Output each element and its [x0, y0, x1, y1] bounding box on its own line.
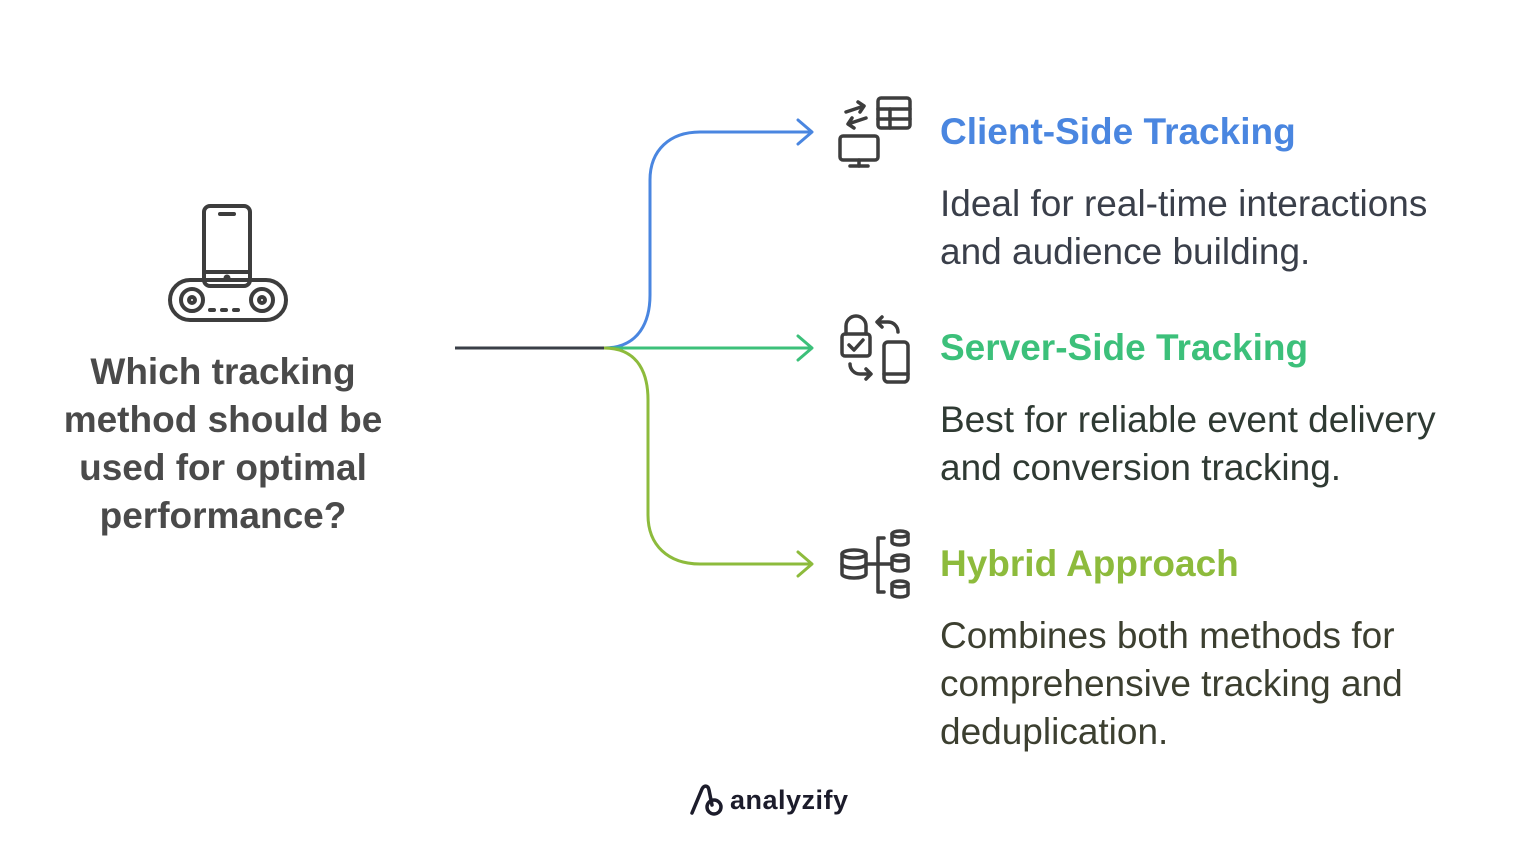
question-line: Which tracking — [90, 351, 356, 392]
question-line: used for optimal — [79, 447, 367, 488]
description-line: and conversion tracking. — [940, 447, 1342, 488]
brand-logo: analyzify — [688, 778, 849, 822]
branch-client — [603, 130, 812, 350]
question-line: method should be — [63, 399, 383, 440]
description-line: Combines both methods for — [940, 615, 1395, 656]
description-line: comprehensive tracking and — [940, 663, 1403, 704]
monitor-table-sync-icon — [838, 96, 912, 168]
option-title-server: Server-Side Tracking — [940, 327, 1309, 368]
description-line: deduplication. — [940, 711, 1169, 752]
option-title-hybrid: Hybrid Approach — [940, 543, 1239, 584]
description-line: Best for reliable event delivery — [940, 399, 1436, 440]
lock-device-transfer-icon — [840, 314, 910, 384]
brand-name: analyzify — [730, 784, 849, 815]
arrow-hybrid — [796, 550, 814, 578]
option-description-hybrid: Combines both methods for comprehensive … — [940, 612, 1520, 756]
database-branch-icon — [840, 529, 910, 599]
arrow-client — [796, 118, 814, 146]
question-text: Which tracking method should be used for… — [40, 348, 406, 540]
option-description-server: Best for reliable event delivery and con… — [940, 396, 1520, 492]
description-line: and audience building. — [940, 231, 1311, 272]
option-title-client: Client-Side Tracking — [940, 111, 1296, 152]
description-line: Ideal for real-time interactions — [940, 183, 1428, 224]
option-description-client: Ideal for real-time interactions and aud… — [940, 180, 1520, 276]
branch-hybrid — [603, 346, 812, 566]
question-line: performance? — [99, 495, 347, 536]
analyzify-logo-icon — [690, 784, 723, 816]
arrow-server — [796, 334, 814, 362]
phone-dock-conveyor-icon — [168, 204, 288, 322]
